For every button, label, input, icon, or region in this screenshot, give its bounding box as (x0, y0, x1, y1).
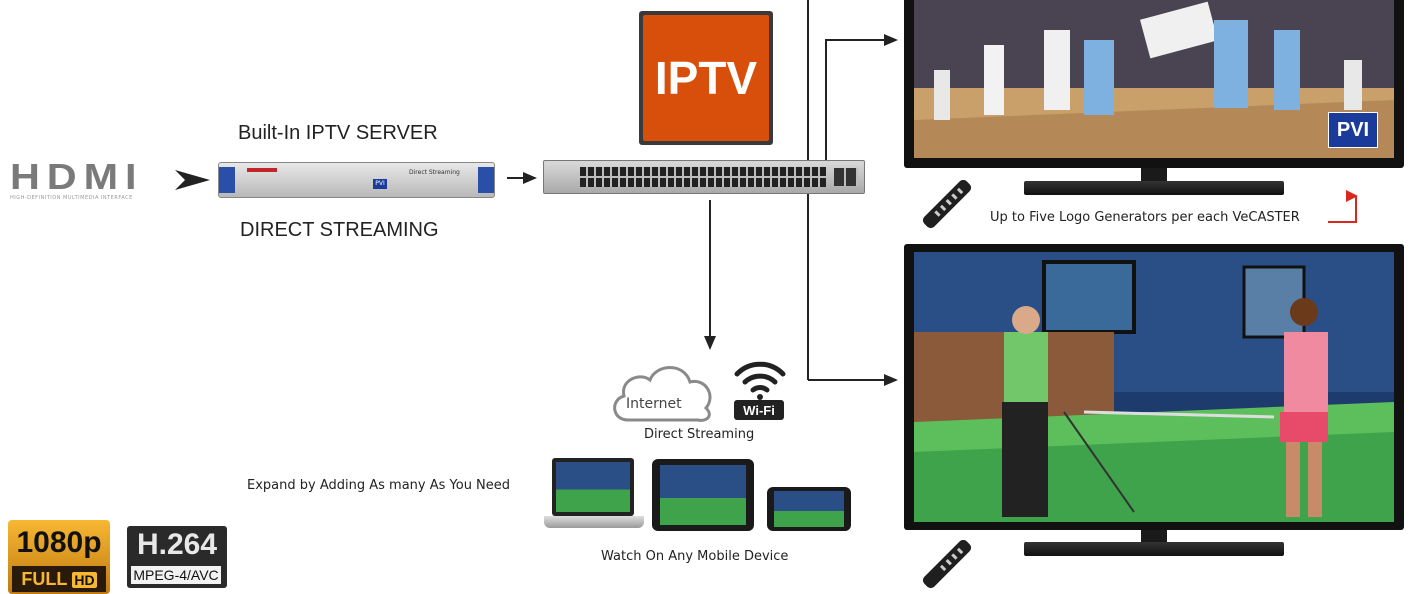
server-title: Built-In IPTV SERVER (238, 122, 438, 144)
h264-badge: H.264 MPEG-4/AVC (127, 526, 227, 588)
red-caption-arrow (1328, 190, 1358, 223)
full-hd-badge: 1080p FULL HD (8, 520, 110, 594)
full-hd-hd-text: HD (72, 572, 97, 588)
remote-control-icon (922, 180, 972, 229)
server-right-ear (478, 167, 494, 193)
full-hd-bar: FULL HD (12, 566, 106, 592)
h264-title: H.264 (136, 528, 218, 561)
remote-control-icon (922, 540, 972, 589)
phone-screen-image (774, 491, 844, 527)
iptv-logo-face: IPTV (643, 15, 769, 141)
tv-top-stand (1141, 168, 1167, 182)
hdmi-logo-text: HDMI (10, 156, 144, 197)
hdmi-logo: HDMI HIGH-DEFINITION MULTIMEDIA INTERFAC… (10, 159, 160, 204)
mobile-label: Watch On Any Mobile Device (601, 549, 789, 564)
h264-subtitle: MPEG-4/AVC (131, 566, 221, 584)
wifi-label: Wi-Fi (743, 403, 775, 418)
tv-top-logo-badge: PVI (1328, 112, 1378, 148)
laptop-keyboard (544, 516, 644, 528)
switch-port-divider (580, 176, 826, 178)
switch-sfp-ports (834, 168, 858, 186)
golf-studio-scene (914, 252, 1394, 522)
wifi-label-box: Wi-Fi (734, 400, 784, 420)
tv-top-base (1024, 181, 1284, 195)
tv-bottom-base (1024, 542, 1284, 556)
tablet-screen-image (660, 465, 746, 525)
hdmi-tagline: HIGH-DEFINITION MULTIMEDIA INTERFACE (10, 195, 133, 201)
iptv-logo-text: IPTV (654, 52, 758, 104)
network-switch (543, 160, 865, 194)
phone-device (767, 487, 851, 531)
basketball-scene (914, 0, 1394, 158)
wifi-icon (734, 361, 786, 400)
expand-label: Expand by Adding As many As You Need (247, 478, 511, 493)
switch-to-top-tv-arrow (825, 34, 898, 162)
tv-bottom-stand (1141, 530, 1167, 544)
iptv-logo: IPTV (639, 11, 773, 145)
full-hd-full-text: FULL (21, 569, 68, 589)
server-red-strip (247, 168, 277, 172)
laptop-screen (552, 458, 634, 516)
laptop-screen-image (556, 462, 630, 512)
tv-top-caption: Up to Five Logo Generators per each VeCA… (990, 210, 1300, 225)
server-brand-badge: PVI (373, 179, 387, 189)
tv-top: PVI (904, 0, 1404, 168)
tablet-device (652, 459, 754, 531)
laptop-device (544, 458, 644, 530)
hdmi-to-server-arrow (175, 170, 210, 190)
tv-bottom (904, 244, 1404, 530)
server-panel-text: Direct Streaming (409, 169, 460, 176)
server-subtitle: DIRECT STREAMING (240, 219, 439, 241)
direct-streaming-label: Direct Streaming (644, 427, 755, 442)
cloud-icon (613, 366, 712, 422)
full-hd-resolution: 1080p (16, 526, 102, 559)
internet-label: Internet (626, 396, 682, 412)
iptv-server-device: Direct Streaming PVI (218, 162, 495, 198)
server-left-ear (219, 167, 235, 193)
